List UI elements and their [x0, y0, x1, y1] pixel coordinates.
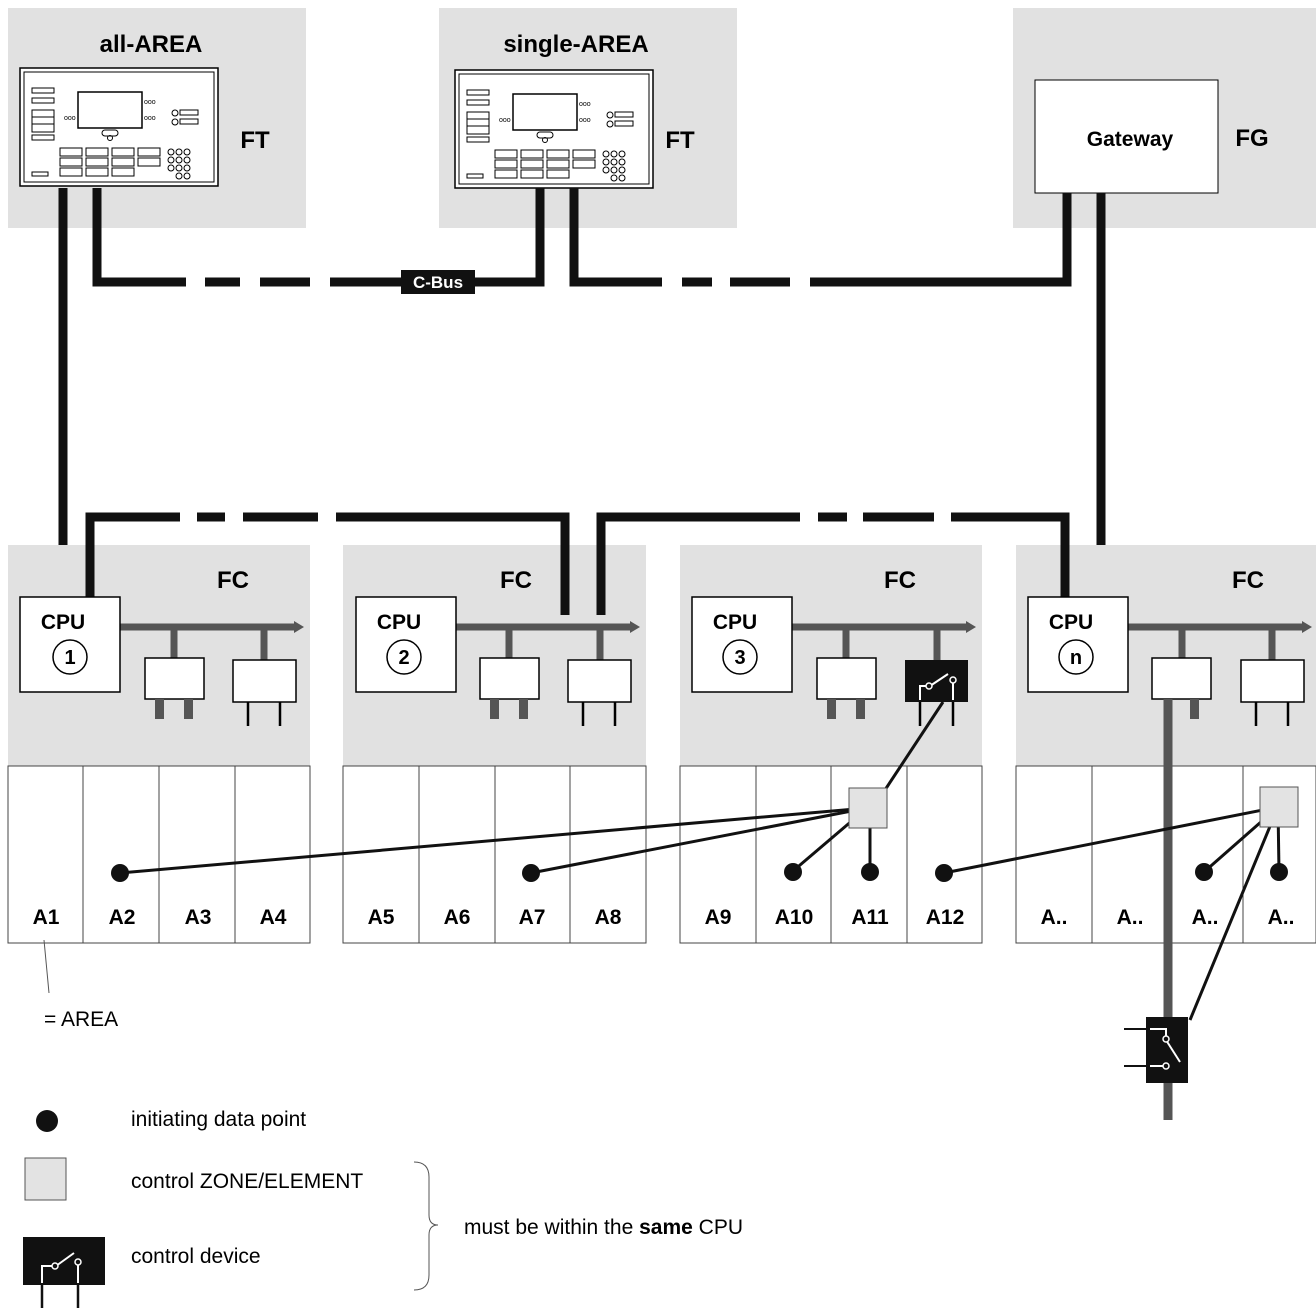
- c-bus-label-box: C-Bus: [401, 270, 475, 294]
- cpu-id-2: 2: [398, 647, 409, 669]
- fc-label-n: FC: [1232, 567, 1264, 594]
- area-label: A10: [775, 906, 814, 929]
- legend-initiating-icon: [36, 1110, 58, 1132]
- ft-label-1: FT: [240, 127, 270, 154]
- area-label: A2: [109, 906, 136, 929]
- area-label: A8: [595, 906, 622, 929]
- area-label: A..: [1192, 906, 1219, 929]
- c-bus-top: [58, 188, 1106, 598]
- svg-text:ooo: ooo: [64, 115, 76, 122]
- cpu-label-2: CPU: [377, 611, 421, 634]
- c-bus-lower: [85, 512, 1070, 615]
- bus-arrowheads: [294, 621, 1312, 633]
- svg-text:ooo: ooo: [499, 117, 511, 124]
- all-area-title: all-AREA: [100, 31, 203, 58]
- gateway-box: [1034, 79, 1219, 194]
- legend-zone-icon: [24, 1157, 67, 1201]
- legend-initiating-label: initiating data point: [131, 1108, 306, 1131]
- legend-device-icon: [23, 1237, 105, 1308]
- svg-text:ooo: ooo: [579, 101, 591, 108]
- area-label: A9: [705, 906, 732, 929]
- cpu-box-n: CPU n: [1027, 596, 1129, 693]
- internal-buses: [120, 623, 1304, 660]
- area-label: A1: [33, 906, 60, 929]
- area-label: A..: [1268, 906, 1295, 929]
- single-area-title: single-AREA: [503, 31, 648, 58]
- initiating-data-points: [111, 863, 1288, 882]
- area-note-pointer: [43, 939, 50, 994]
- svg-text:ooo: ooo: [579, 117, 591, 124]
- legend-device-label: control device: [131, 1245, 261, 1268]
- area-label: A3: [185, 906, 212, 929]
- cpu-id-1: 1: [64, 647, 75, 669]
- control-device-fc3: [905, 660, 968, 726]
- area-label: A5: [368, 906, 395, 929]
- area-note: = AREA: [44, 1008, 118, 1031]
- svg-text:ooo: ooo: [144, 99, 156, 106]
- area-label: A4: [260, 906, 287, 929]
- fire-terminal-device-2: ooo ooo ooo: [454, 69, 654, 189]
- area-labels: A1 A2 A3 A4 A5 A6 A7 A8 A9 A10 A11 A12 A…: [33, 906, 1295, 929]
- cpu-id-3: 3: [734, 647, 745, 669]
- area-label: A..: [1041, 906, 1068, 929]
- svg-text:ooo: ooo: [144, 115, 156, 122]
- cpu-label-1: CPU: [41, 611, 85, 634]
- modules: [144, 657, 1305, 726]
- legend-note: must be within the same CPU: [464, 1216, 743, 1239]
- external-control-device: [1124, 1017, 1188, 1083]
- fc-label-2: FC: [500, 567, 532, 594]
- c-bus-label: C-Bus: [413, 273, 463, 292]
- cpu-label-3: CPU: [713, 611, 757, 634]
- legend-note-suffix: CPU: [693, 1216, 743, 1239]
- fc-label-1: FC: [217, 567, 249, 594]
- legend-brace: [413, 1161, 439, 1291]
- area-label: A11: [851, 906, 889, 929]
- area-label: A6: [444, 906, 471, 929]
- fire-terminal-device-1: ooo ooo ooo: [19, 67, 219, 187]
- area-label: A..: [1117, 906, 1144, 929]
- area-label: A7: [519, 906, 546, 929]
- legend-zone-label: control ZONE/ELEMENT: [131, 1170, 363, 1193]
- fg-label: FG: [1235, 125, 1268, 152]
- legend-note-bold: same: [639, 1216, 693, 1239]
- cpu-box-1: CPU 1: [19, 596, 121, 693]
- cpu-label-n: CPU: [1049, 611, 1093, 634]
- cpu-box-3: CPU 3: [691, 596, 793, 693]
- ft-label-2: FT: [665, 127, 695, 154]
- cpu-box-2: CPU 2: [355, 596, 457, 693]
- area-label: A12: [926, 906, 965, 929]
- cpu-id-n: n: [1070, 647, 1082, 669]
- control-zone-1: [848, 787, 888, 829]
- gateway-label: Gateway: [1087, 128, 1174, 151]
- fc-label-3: FC: [884, 567, 916, 594]
- control-zone-2: [1259, 786, 1299, 828]
- legend-note-prefix: must be within the: [464, 1216, 639, 1239]
